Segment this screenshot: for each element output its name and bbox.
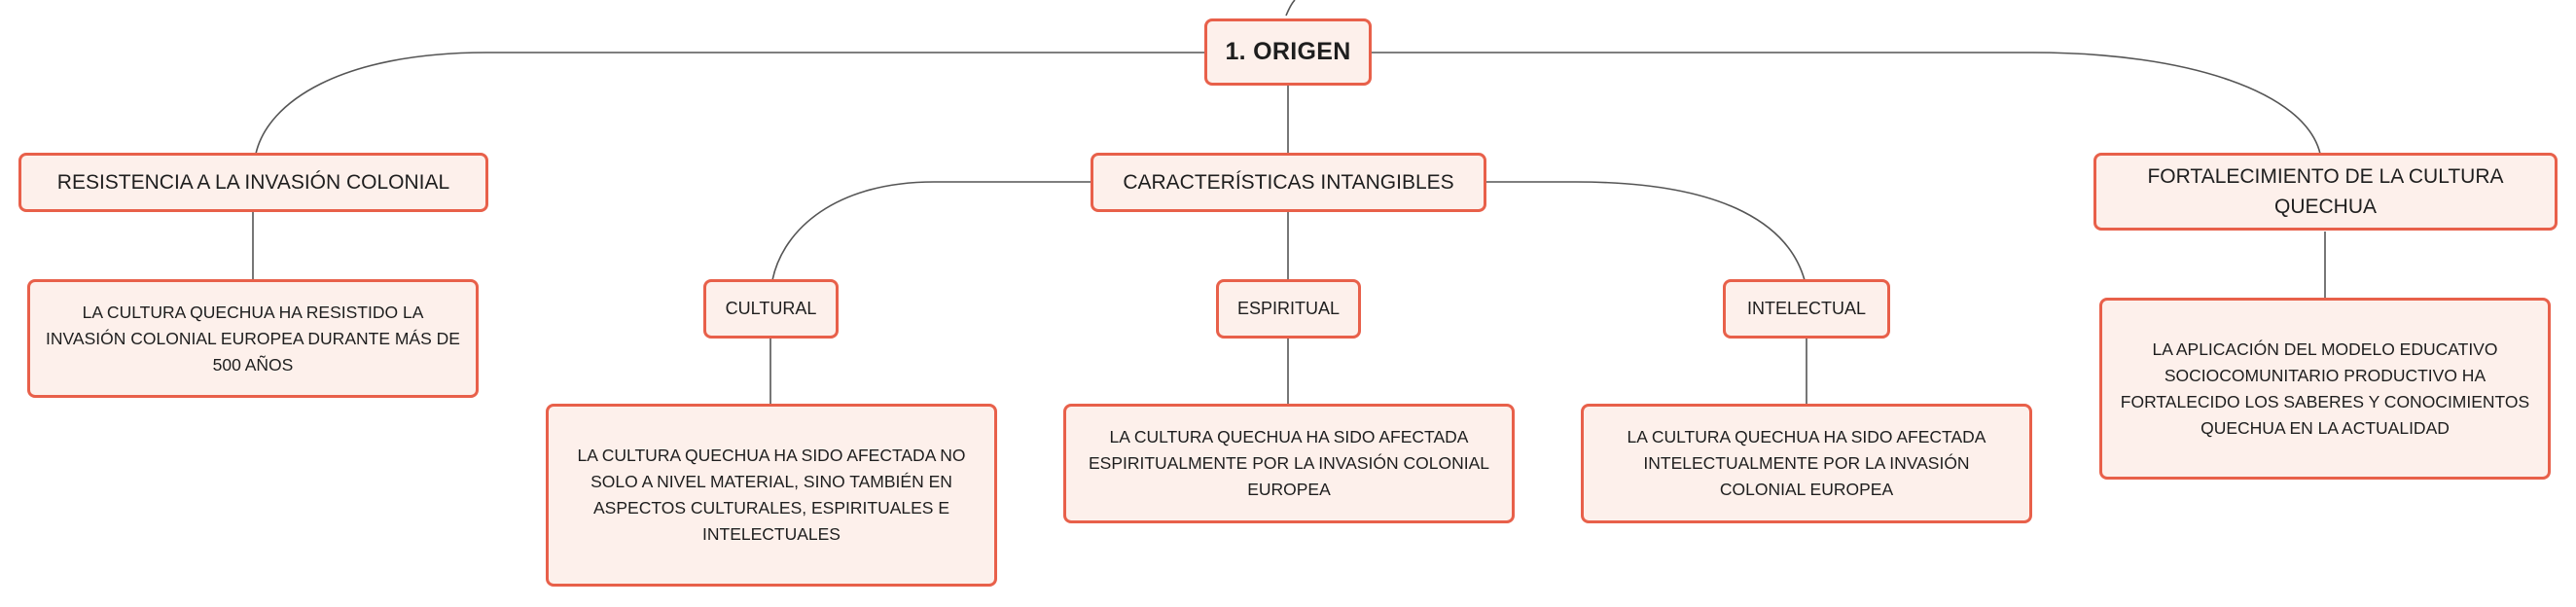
subtopic-espiritual[interactable]: ESPIRITUAL [1216, 279, 1361, 339]
connector-parent-to-root [1285, 0, 1296, 17]
detail-espiritual[interactable]: LA CULTURA QUECHUA HA SIDO AFECTADA ESPI… [1063, 404, 1515, 523]
topic-fortalecimiento[interactable]: FORTALECIMIENTO DE LA CULTURA QUECHUA [2093, 153, 2558, 231]
detail-resistencia-text: LA CULTURA QUECHUA HA RESISTIDO LA INVAS… [46, 302, 460, 375]
topic-caracteristicas[interactable]: CARACTERÍSTICAS INTANGIBLES [1091, 153, 1486, 212]
detail-espiritual-text: LA CULTURA QUECHUA HA SIDO AFECTADA ESPI… [1088, 427, 1489, 499]
detail-fortalecimiento[interactable]: LA APLICACIÓN DEL MODELO EDUCATIVO SOCIO… [2099, 298, 2551, 480]
connector-caracteristicas-to-cultural [771, 181, 1092, 281]
detail-intelectual[interactable]: LA CULTURA QUECHUA HA SIDO AFECTADA INTE… [1581, 404, 2032, 523]
topic-fortalecimiento-label: FORTALECIMIENTO DE LA CULTURA QUECHUA [2147, 165, 2504, 218]
root-node[interactable]: 1. ORIGEN [1204, 18, 1372, 86]
connector-caracteristicas-to-intelectual [1485, 181, 1806, 281]
subtopic-intelectual[interactable]: INTELECTUAL [1723, 279, 1890, 339]
subtopic-intelectual-label: INTELECTUAL [1746, 299, 1867, 318]
detail-fortalecimiento-text: LA APLICACIÓN DEL MODELO EDUCATIVO SOCIO… [2120, 339, 2530, 438]
root-node-label: 1. ORIGEN [1225, 38, 1351, 65]
detail-cultural[interactable]: LA CULTURA QUECHUA HA SIDO AFECTADA NO S… [546, 404, 997, 587]
connector-root-to-resistencia [255, 52, 1204, 155]
detail-intelectual-text: LA CULTURA QUECHUA HA SIDO AFECTADA INTE… [1627, 427, 1986, 499]
connector-root-to-fortalecimiento [1372, 52, 2321, 155]
subtopic-espiritual-label: ESPIRITUAL [1236, 299, 1341, 318]
detail-resistencia[interactable]: LA CULTURA QUECHUA HA RESISTIDO LA INVAS… [27, 279, 479, 398]
topic-resistencia-label: RESISTENCIA A LA INVASIÓN COLONIAL [56, 171, 450, 194]
detail-cultural-text: LA CULTURA QUECHUA HA SIDO AFECTADA NO S… [577, 446, 966, 544]
topic-resistencia[interactable]: RESISTENCIA A LA INVASIÓN COLONIAL [18, 153, 488, 212]
topic-caracteristicas-label: CARACTERÍSTICAS INTANGIBLES [1123, 171, 1454, 194]
subtopic-cultural[interactable]: CULTURAL [703, 279, 839, 339]
subtopic-cultural-label: CULTURAL [725, 299, 817, 318]
